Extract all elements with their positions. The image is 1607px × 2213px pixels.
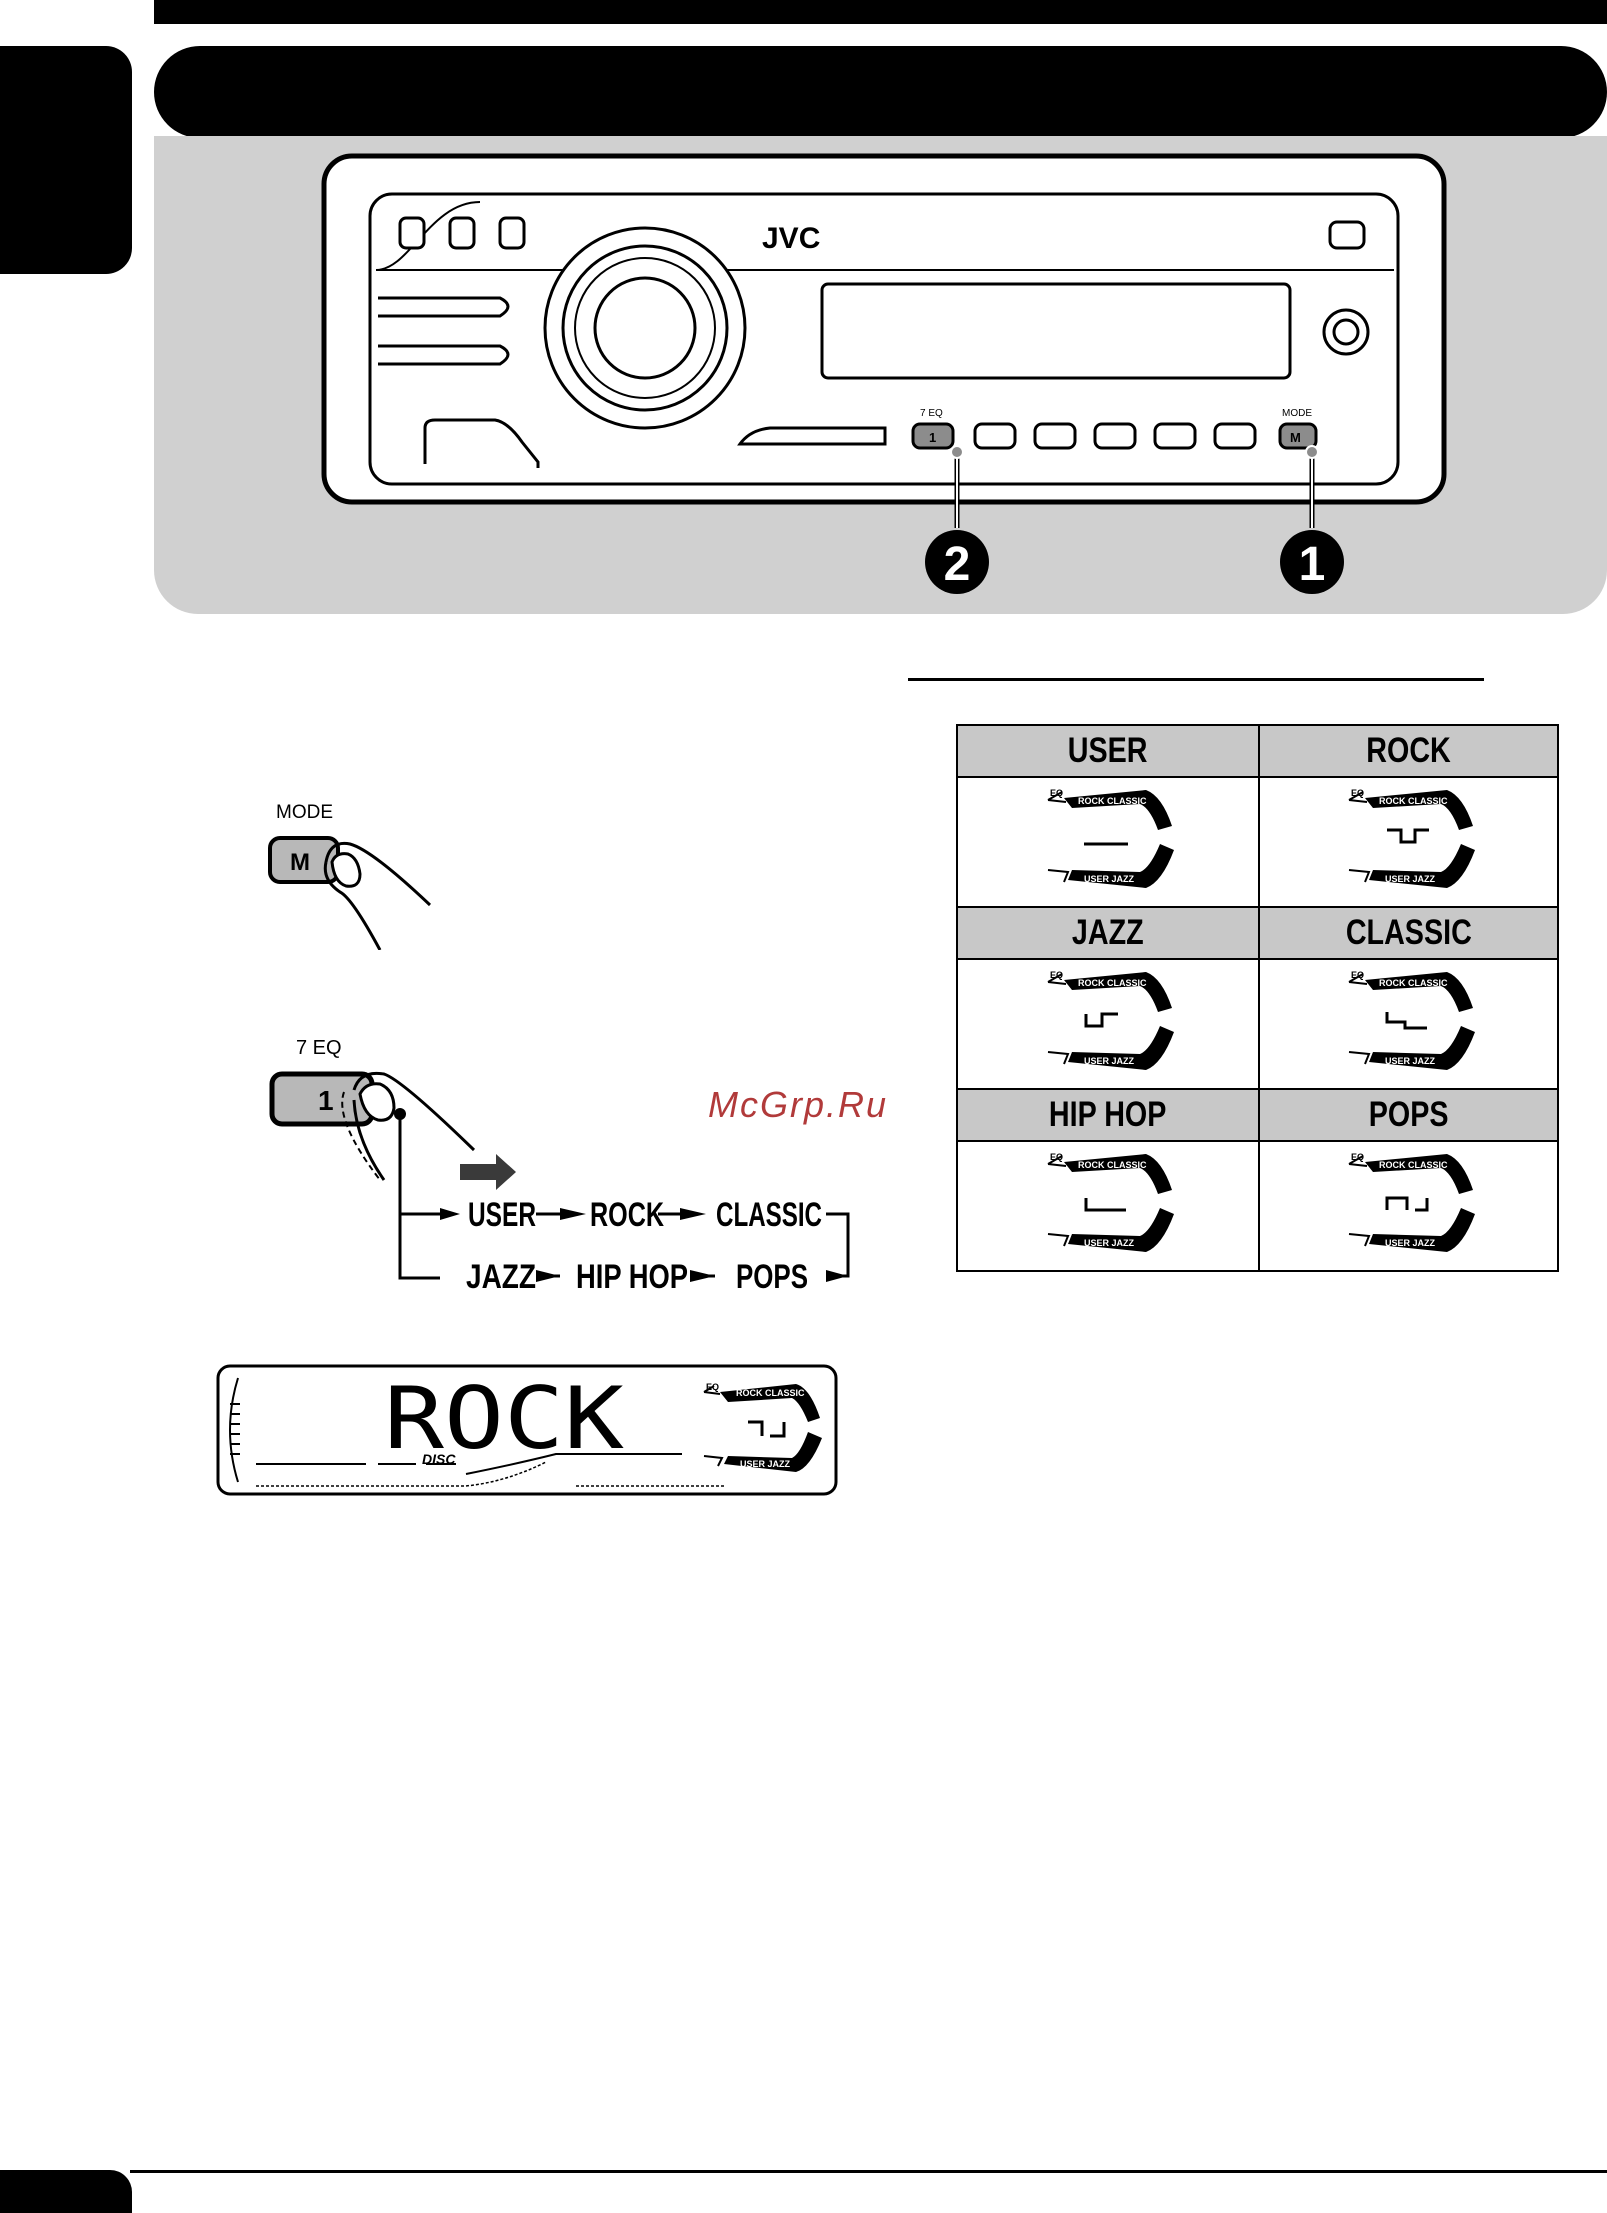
svg-text:EQ: EQ [1050, 1152, 1063, 1162]
eq-label-small: 7 EQ [920, 408, 943, 419]
volume-knob [543, 226, 747, 430]
eq-mode-table: USER ROCK EQ ROCK CLASSIC USER JAZZ EQ ROCK… [956, 724, 1559, 1272]
mode-label-small: MODE [1282, 408, 1312, 419]
eq-table-cell-classic: EQ ROCK CLASSIC USER JAZZ [1258, 958, 1559, 1090]
display-window [820, 282, 1292, 380]
svg-text:EQ: EQ [1050, 970, 1063, 980]
eq-label: 7 EQ [296, 1037, 342, 1059]
eq-table-header-jazz: JAZZ [956, 906, 1260, 960]
eq-table-cell-hip-hop: EQ ROCK CLASSIC USER JAZZ [956, 1140, 1260, 1272]
eq-table-cell-user: EQ ROCK CLASSIC USER JAZZ [956, 776, 1260, 908]
bottom-rule [130, 2170, 1607, 2173]
svg-text:EQ: EQ [1351, 970, 1364, 980]
eq-table-cell-jazz: EQ ROCK CLASSIC USER JAZZ [956, 958, 1260, 1090]
lcd-eq-indicator: EQ ROCK CLASSIC USER JAZZ [703, 1382, 822, 1472]
cycle-user: USER [468, 1196, 536, 1234]
eq-button-press-illustration: 7 EQ 1 USER ROCK CLASSIC JAZZ HIP HOP PO… [269, 1037, 850, 1296]
svg-text:EQ: EQ [706, 1382, 719, 1392]
svg-text:ROCK CLASSIC: ROCK CLASSIC [736, 1388, 805, 1398]
top-rule [154, 0, 1607, 24]
callout-2: 2 [925, 530, 989, 594]
svg-text:USER JAZZ: USER JAZZ [1385, 1056, 1436, 1066]
svg-text:USER JAZZ: USER JAZZ [1084, 1056, 1135, 1066]
page-title-bar [154, 46, 1607, 138]
svg-text:USER JAZZ: USER JAZZ [1084, 1238, 1135, 1248]
eq-table-header-user: USER [956, 724, 1260, 778]
side-language-tab [0, 46, 132, 274]
svg-text:ROCK CLASSIC: ROCK CLASSIC [1379, 796, 1448, 806]
svg-text:EQ: EQ [1050, 788, 1063, 798]
cycle-jazz: JAZZ [466, 1258, 536, 1296]
mode-key-label: M [1290, 430, 1301, 445]
lcd-mode-text: ROCK [384, 1369, 624, 1469]
eq-table-header-hip-hop: HIP HOP [956, 1088, 1260, 1142]
mode-button-key: M [290, 849, 310, 876]
watermark: McGrp.Ru [708, 1084, 889, 1125]
lcd-display-illustration: ROCK DISC EQ ROCK CLASSIC USER JAZZ [216, 1364, 838, 1496]
svg-text:ROCK CLASSIC: ROCK CLASSIC [1379, 1160, 1448, 1170]
svg-text:EQ: EQ [1351, 788, 1364, 798]
eq-table-header-classic: CLASSIC [1258, 906, 1559, 960]
svg-text:USER JAZZ: USER JAZZ [1084, 874, 1135, 884]
eq-table-header-pops: POPS [1258, 1088, 1559, 1142]
svg-text:USER JAZZ: USER JAZZ [1385, 874, 1436, 884]
cycle-rock: ROCK [590, 1196, 664, 1234]
car-stereo-faceplate: JVC 7 EQ MODE 1 M 2 1 [321, 153, 1447, 594]
svg-text:USER JAZZ: USER JAZZ [1385, 1238, 1436, 1248]
cycle-hip-hop: HIP HOP [576, 1258, 688, 1296]
cycle-classic: CLASSIC [716, 1196, 822, 1234]
eq-table-cell-rock: EQ ROCK CLASSIC USER JAZZ [1258, 776, 1559, 908]
svg-text:1: 1 [1299, 538, 1326, 591]
svg-text:ROCK CLASSIC: ROCK CLASSIC [1379, 978, 1448, 988]
preset-buttons [911, 422, 1318, 450]
eq-table-header-rock: ROCK [1258, 724, 1559, 778]
svg-text:ROCK CLASSIC: ROCK CLASSIC [1078, 978, 1147, 988]
disc-indicator: DISC [422, 1451, 456, 1467]
section-rule [908, 678, 1484, 681]
svg-text:ROCK CLASSIC: ROCK CLASSIC [1078, 1160, 1147, 1170]
svg-text:EQ: EQ [1351, 1152, 1364, 1162]
brand-logo: JVC [762, 222, 820, 255]
svg-text:USER JAZZ: USER JAZZ [740, 1459, 791, 1469]
eq-table-cell-pops: EQ ROCK CLASSIC USER JAZZ [1258, 1140, 1559, 1272]
callout-1: 1 [1280, 530, 1344, 594]
preset-1-label: 1 [929, 430, 936, 445]
mode-button-press-illustration: MODE M [268, 802, 432, 950]
eq-button-key: 1 [318, 1085, 334, 1116]
svg-text:ROCK CLASSIC: ROCK CLASSIC [1078, 796, 1147, 806]
svg-text:2: 2 [944, 538, 971, 591]
page-number-tab [0, 2170, 132, 2213]
mode-label: MODE [276, 802, 333, 823]
top-buttons [398, 216, 1366, 250]
cycle-pops: POPS [736, 1258, 808, 1296]
